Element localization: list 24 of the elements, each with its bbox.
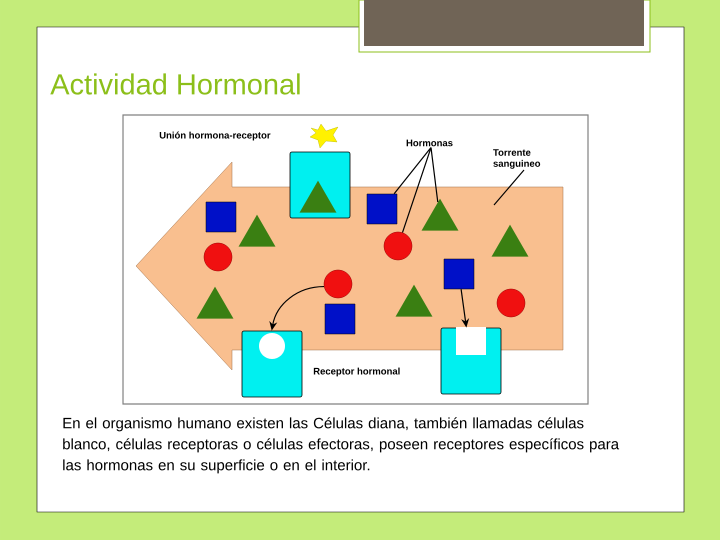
caption: En el organismo humano existen las Células diana, también llamadas células blanco, células receptoras o células efectoras, poseen receptores específicos para las hormonas en su superficie o en el interior. [63, 417, 620, 474]
part-label: Unión hormona-receptor [160, 132, 270, 140]
hormone-square [324, 304, 356, 334]
hormone-circle [204, 242, 232, 272]
leader-line [402, 147, 432, 233]
part-label: Receptor hormonal [314, 368, 400, 376]
leader-line [394, 147, 432, 194]
hormone-circle [324, 270, 352, 298]
hormone-triangle [422, 198, 458, 231]
hormone-triangle [396, 284, 432, 317]
hormone-square [206, 202, 236, 232]
hormone-triangle [238, 214, 276, 247]
hormone-square [366, 194, 398, 224]
title: Actividad Hormonal [50, 73, 300, 95]
hormone-triangle [196, 286, 234, 319]
leader-line [494, 170, 524, 206]
hormone-triangle [492, 224, 528, 257]
hormone-circle [496, 288, 526, 318]
callout-text: Hormonas [406, 140, 453, 146]
hormone-triangle [300, 180, 336, 213]
callout-text: Torrente sanguineo [493, 149, 540, 169]
hormone-square [444, 258, 474, 290]
hormone-circle [384, 232, 412, 260]
leader-line [430, 147, 438, 202]
